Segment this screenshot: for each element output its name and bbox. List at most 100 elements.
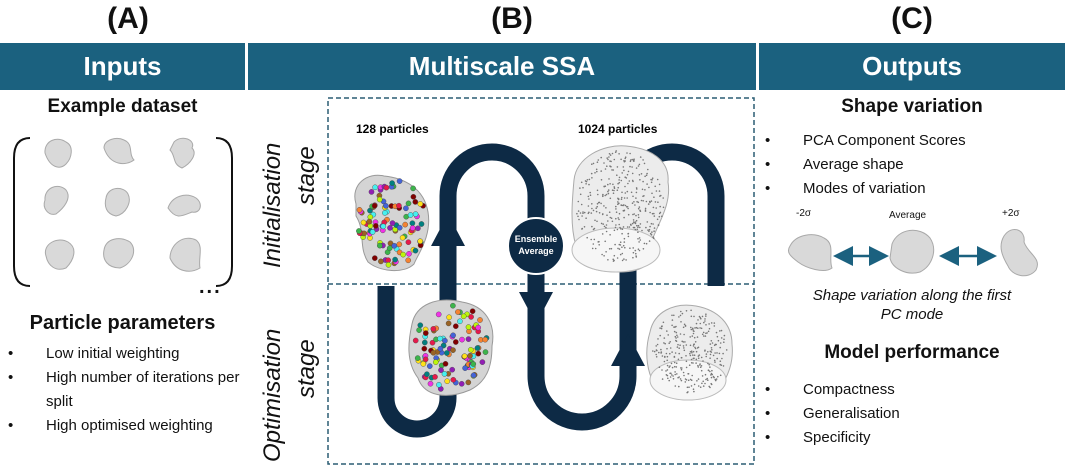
particle [699, 363, 701, 365]
particle [597, 159, 600, 161]
particle [609, 183, 611, 185]
particle [656, 343, 659, 346]
particle [666, 364, 669, 367]
stage-init-label-1: Initialisation [259, 142, 286, 268]
particle [371, 203, 378, 209]
particle [452, 323, 459, 329]
particle [695, 322, 698, 325]
particle [637, 226, 639, 229]
header-inputs-label: Inputs [83, 51, 162, 81]
particle [713, 376, 715, 379]
particle [613, 189, 615, 192]
particle [690, 379, 693, 382]
particle [445, 320, 452, 327]
particle [617, 217, 619, 219]
particle [669, 376, 672, 378]
particle [600, 202, 602, 205]
particle [617, 182, 619, 185]
particle [450, 332, 456, 339]
particle [709, 353, 712, 356]
particle [702, 385, 705, 387]
particle [678, 376, 680, 378]
particle [624, 204, 627, 207]
particle [653, 227, 656, 229]
particle [605, 193, 608, 196]
particle [637, 216, 640, 219]
particle [638, 241, 640, 243]
particle [702, 335, 705, 337]
particle [653, 350, 656, 353]
shape-variation-title: Shape variation [841, 96, 983, 117]
particle [685, 344, 688, 346]
particle [620, 158, 622, 161]
particle [405, 257, 411, 264]
particle [642, 180, 644, 183]
particle [679, 314, 682, 317]
particle [586, 236, 588, 239]
particle [647, 229, 649, 231]
particle [653, 215, 656, 217]
particle [673, 314, 675, 317]
particle [662, 197, 664, 199]
particle [591, 163, 593, 165]
particle [618, 153, 620, 155]
particle [627, 232, 630, 235]
particle [591, 225, 593, 228]
particle [462, 365, 468, 371]
particle [655, 207, 657, 209]
particles-1024-opt [652, 309, 728, 394]
particle [695, 358, 698, 361]
particle [427, 363, 433, 369]
particle [625, 259, 627, 261]
particle [624, 192, 627, 194]
ellipsis: ... [199, 276, 222, 298]
dataset-shape [103, 137, 135, 165]
model-performance-list: Compactness Generalisation Specificity [765, 378, 1060, 450]
particle [651, 231, 653, 233]
particle [618, 176, 621, 179]
particle [621, 259, 624, 262]
particle [587, 205, 590, 207]
particle [682, 371, 685, 374]
particle [689, 344, 692, 347]
particle [659, 327, 661, 329]
particle [644, 209, 647, 211]
particle [402, 221, 408, 228]
particle [720, 329, 723, 332]
particle [586, 179, 589, 181]
particle [591, 207, 593, 210]
particle [637, 201, 640, 204]
particle [692, 345, 695, 347]
particle [629, 160, 632, 163]
shape-average [889, 229, 935, 274]
particle [675, 366, 678, 368]
particle [430, 349, 437, 356]
particle [690, 328, 693, 331]
particle [708, 327, 711, 330]
particle [591, 177, 593, 179]
particle [646, 183, 648, 185]
particle [637, 248, 640, 250]
particle [697, 378, 700, 380]
ensemble-average-node [507, 217, 565, 275]
particle [655, 190, 658, 192]
particle [689, 354, 692, 357]
particle [695, 326, 698, 329]
particle [387, 225, 393, 231]
particle [670, 362, 673, 365]
particle [634, 204, 636, 206]
particle [579, 187, 581, 189]
particle [673, 365, 676, 368]
particle [410, 185, 416, 192]
particle [576, 212, 578, 215]
particle [600, 222, 603, 225]
particle [692, 330, 695, 332]
particle [600, 156, 602, 159]
particle [373, 223, 379, 229]
particle [592, 209, 595, 212]
particle [644, 210, 647, 212]
particle [695, 362, 697, 364]
particle [607, 158, 609, 161]
particle [669, 352, 671, 355]
particle [584, 180, 587, 182]
